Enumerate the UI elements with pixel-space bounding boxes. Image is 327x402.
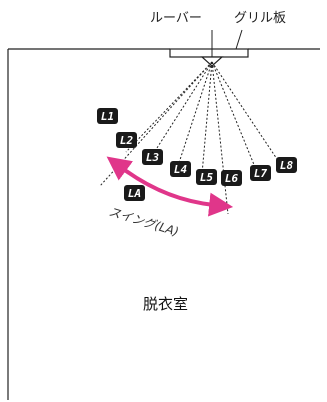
room-walls bbox=[7, 48, 320, 400]
badge-background bbox=[124, 185, 145, 201]
swing-arrow bbox=[106, 156, 234, 217]
badge-code: L4 bbox=[174, 163, 188, 176]
badge-code: L8 bbox=[280, 159, 294, 172]
badge-code: L3 bbox=[146, 151, 160, 164]
grill-label: グリル板 bbox=[234, 11, 286, 26]
badge-background bbox=[196, 169, 217, 185]
position-badge-l8: L8 bbox=[276, 157, 297, 173]
badge-code: L5 bbox=[200, 171, 214, 184]
louver-label: ルーバー bbox=[150, 11, 202, 26]
position-badge-l1: L1 bbox=[97, 108, 118, 124]
position-badge-l3: L3 bbox=[142, 149, 163, 165]
airflow-ray-5 bbox=[201, 61, 213, 175]
grill-plate bbox=[169, 48, 249, 58]
airflow-rays bbox=[99, 61, 284, 215]
position-badge-l6: L6 bbox=[221, 170, 242, 186]
louver-icon bbox=[200, 56, 224, 67]
airflow-ray-1 bbox=[99, 61, 213, 187]
badge-background bbox=[97, 108, 118, 124]
airflow-ray-4 bbox=[175, 61, 213, 173]
airflow-ray-7 bbox=[211, 61, 258, 173]
badge-code: L1 bbox=[101, 110, 114, 123]
badge-background bbox=[250, 165, 271, 181]
position-badge-l2: L2 bbox=[116, 132, 137, 148]
airflow-ray-6 bbox=[211, 61, 229, 215]
badge-background bbox=[170, 161, 191, 177]
badge-background bbox=[221, 170, 242, 186]
badge-background bbox=[276, 157, 297, 173]
airflow-ray-8 bbox=[211, 61, 284, 169]
badge-code: L6 bbox=[225, 172, 239, 185]
badge-code: L2 bbox=[120, 134, 134, 147]
badge-code: LA bbox=[128, 187, 141, 200]
position-badge-l5: L5 bbox=[196, 169, 217, 185]
swing-label: スイング(LA) bbox=[107, 204, 180, 239]
badge-background bbox=[116, 132, 137, 148]
grill-leader bbox=[235, 29, 243, 50]
airflow-ray-2 bbox=[125, 61, 213, 153]
badge-code: L7 bbox=[254, 167, 268, 180]
position-badge-l4: L4 bbox=[170, 161, 191, 177]
room-label: 脱衣室 bbox=[143, 295, 188, 313]
position-badge-l7: L7 bbox=[250, 165, 271, 181]
position-badge-la: LA bbox=[124, 185, 145, 201]
badge-background bbox=[142, 149, 163, 165]
airflow-ray-3 bbox=[147, 61, 213, 163]
